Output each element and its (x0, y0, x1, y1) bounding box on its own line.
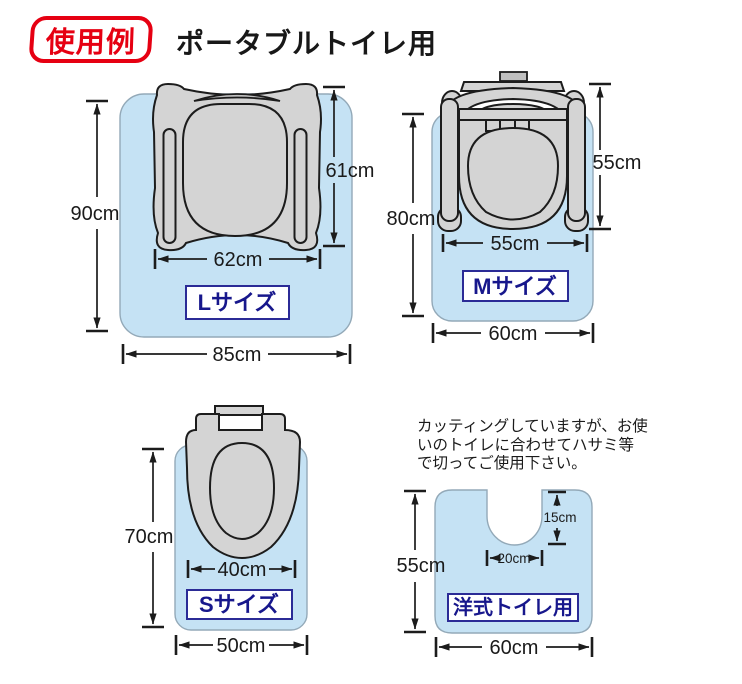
dimension-mat-height-l: 90cm (71, 99, 120, 333)
diagram-m-size: 80cm 55cm 55cm 60cm (387, 71, 642, 345)
cutting-note-line-2: いのトイレに合わせてハサミ等 (417, 436, 634, 454)
dimension-cutout-depth: 15cm (543, 490, 577, 546)
mat-width-l-value: 85cm (213, 344, 262, 366)
size-label-m-text: Mサイズ (473, 274, 557, 299)
cutout-width-value: 20cm (497, 551, 530, 566)
mat-width-s-value: 50cm (217, 635, 266, 657)
cutting-note: カッティングしていますが、お使 いのトイレに合わせてハサミ等 で切ってご使用下さ… (417, 417, 648, 472)
portable-toilet-front-view-m (437, 71, 589, 232)
dimension-mat-height-western: 55cm (397, 489, 446, 634)
size-label-m: Mサイズ (462, 270, 569, 302)
mat-height-western-value: 55cm (397, 555, 446, 577)
dimension-toilet-height-m: 55cm (589, 82, 642, 231)
toilet-width-s-value: 40cm (218, 559, 267, 581)
cutting-note-line-3: で切ってご使用下さい。 (417, 454, 587, 472)
diagram-western-toilet: カッティングしていますが、お使 いのトイレに合わせてハサミ等 で切ってご使用下さ… (397, 417, 649, 659)
toilet-width-l-value: 62cm (214, 249, 263, 271)
dimension-toilet-width-m: 55cm (441, 233, 589, 255)
dimension-mat-width-l: 85cm (121, 344, 352, 366)
size-label-l-text: Lサイズ (198, 290, 277, 315)
page-title: ポータブルトイレ用 (176, 28, 438, 59)
cutout-depth-value: 15cm (543, 510, 576, 525)
diagram-s-size: 70cm 40cm 50cm Sサイズ (125, 405, 309, 657)
dimension-mat-height-s: 70cm (125, 447, 174, 629)
toilet-height-l-value: 61cm (326, 160, 375, 182)
mat-height-m-value: 80cm (387, 208, 436, 230)
size-label-western: 洋式トイレ用 (447, 593, 579, 622)
dimension-toilet-height-l: 61cm (323, 85, 375, 248)
mat-width-m-value: 60cm (489, 323, 538, 345)
dimension-mat-width-s: 50cm (174, 635, 309, 657)
dimension-toilet-width-l: 62cm (153, 249, 322, 271)
size-label-western-text: 洋式トイレ用 (453, 595, 573, 619)
diagram-l-size: 90cm 61cm 62cm 85cm (71, 82, 375, 366)
cutting-note-line-1: カッティングしていますが、お使 (417, 417, 648, 435)
toilet-height-m-value: 55cm (593, 152, 642, 174)
mat-height-s-value: 70cm (125, 526, 174, 548)
size-label-s: Sサイズ (186, 589, 293, 620)
size-label-s-text: Sサイズ (199, 592, 279, 617)
mat-width-western-value: 60cm (490, 637, 539, 659)
dimension-mat-height-m: 80cm (387, 112, 436, 318)
dimension-mat-width-western: 60cm (434, 637, 594, 659)
toilet-width-m-value: 55cm (491, 233, 540, 255)
dimension-cutout-width: 20cm (485, 550, 544, 566)
toilet-seat-top-view-s (184, 405, 302, 560)
dimension-mat-width-m: 60cm (431, 323, 595, 345)
mat-height-l-value: 90cm (71, 203, 120, 225)
dimension-toilet-width-s: 40cm (186, 559, 297, 581)
size-label-l: Lサイズ (185, 285, 290, 320)
portable-toilet-top-view-l (152, 82, 322, 252)
